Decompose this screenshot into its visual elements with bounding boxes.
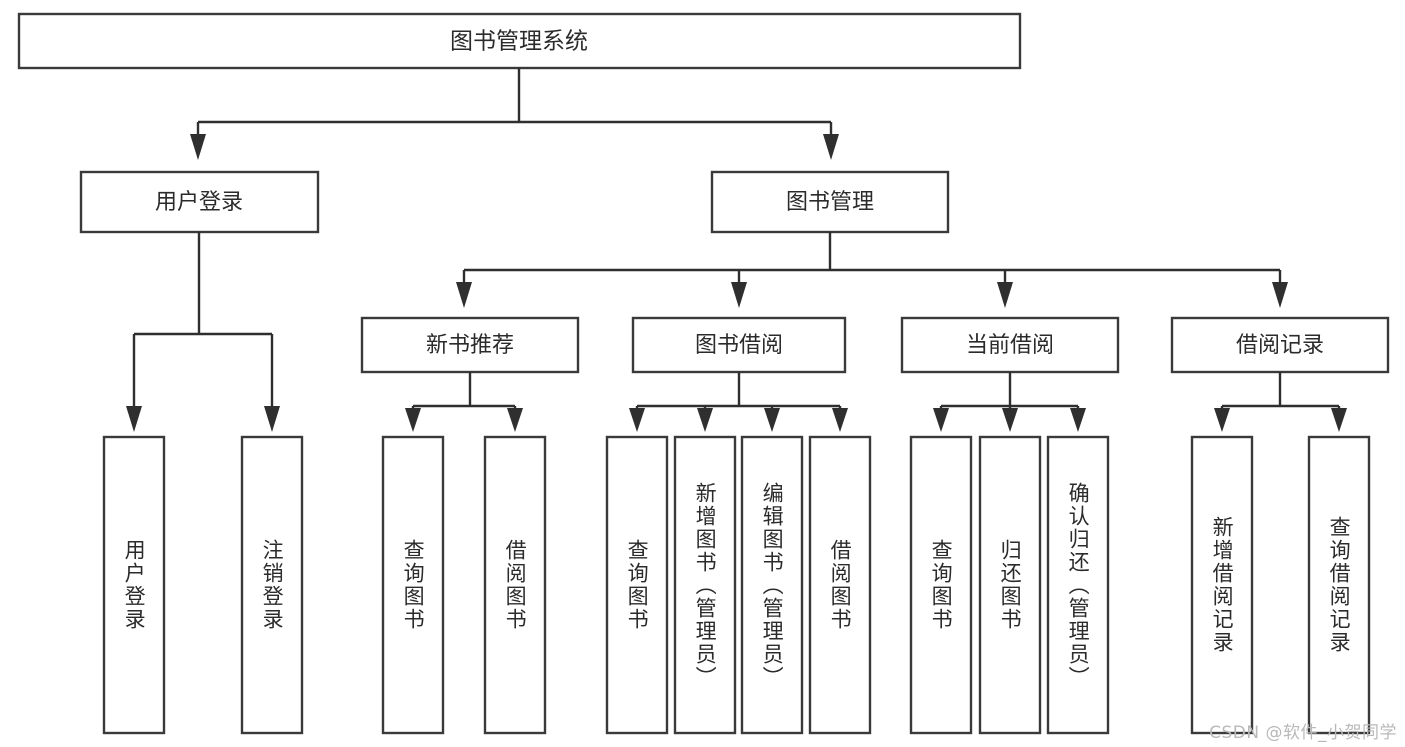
arrowhead-to-book-manage <box>823 134 839 160</box>
node-book-borrow-box[interactable] <box>631 316 847 374</box>
arrowhead-leaf-add-record <box>1214 408 1230 432</box>
node-new-book-recommend[interactable]: 新书推荐 <box>360 316 580 374</box>
leaf-box-query-book-1[interactable] <box>381 435 445 735</box>
node-book-borrow[interactable]: 图书借阅 <box>631 316 847 374</box>
arrowhead-leaf-confirm-return <box>1070 408 1086 432</box>
leaf-box-query-book-3[interactable] <box>909 435 973 735</box>
arrowhead-leaf-query-book-3 <box>933 408 949 432</box>
arrowhead-leaf-borrow-book-1 <box>507 408 523 432</box>
leaf-box-borrow-book-2[interactable] <box>808 435 872 735</box>
leaf-box-borrow-book-1[interactable] <box>483 435 547 735</box>
arrowhead-leaf-query-book-2 <box>629 408 645 432</box>
leaf-box-edit-book[interactable] <box>740 435 804 735</box>
arrowhead-leaf-query-record <box>1331 408 1347 432</box>
node-book-manage-label: 图书管理 <box>786 190 874 215</box>
node-new-book-recommend-box[interactable] <box>360 316 580 374</box>
node-borrow-record-box[interactable] <box>1170 316 1390 374</box>
node-current-borrow-label: 当前借阅 <box>966 333 1054 358</box>
node-root-box[interactable] <box>17 12 1022 70</box>
node-book-manage[interactable]: 图书管理 <box>710 170 950 234</box>
leaf-box-add-record[interactable] <box>1190 435 1254 735</box>
node-current-borrow[interactable]: 当前借阅 <box>900 316 1120 374</box>
arrowhead-leaf-user-login <box>126 406 142 432</box>
arrowhead-leaf-query-book-1 <box>405 408 421 432</box>
leaf-box-return-book[interactable] <box>978 435 1042 735</box>
node-root[interactable]: 图书管理系统 <box>17 12 1022 70</box>
leaf-box-query-book-2[interactable] <box>605 435 669 735</box>
leaf-box-query-record[interactable] <box>1307 435 1371 735</box>
arrowhead-to-user-login <box>190 134 206 160</box>
leaf-box-logout[interactable] <box>240 435 304 735</box>
arrowhead-to-current-borrow <box>997 282 1013 308</box>
node-book-manage-box[interactable] <box>710 170 950 234</box>
arrowhead-to-borrow-record <box>1272 282 1288 308</box>
node-new-book-recommend-label: 新书推荐 <box>426 333 514 358</box>
leaf-box-user-login[interactable] <box>102 435 166 735</box>
arrowhead-leaf-borrow-book-2 <box>832 408 848 432</box>
leaf-box-confirm-return[interactable] <box>1046 435 1110 735</box>
arrowhead-leaf-logout <box>264 406 280 432</box>
node-borrow-record[interactable]: 借阅记录 <box>1170 316 1390 374</box>
arrowhead-leaf-return-book <box>1002 408 1018 432</box>
node-current-borrow-box[interactable] <box>900 316 1120 374</box>
arrowhead-to-book-borrow <box>731 282 747 308</box>
node-user-login-label: 用户登录 <box>155 190 243 215</box>
node-book-borrow-label: 图书借阅 <box>695 333 783 358</box>
arrowhead-leaf-add-book <box>697 408 713 432</box>
leaf-box-add-book[interactable] <box>673 435 737 735</box>
node-root-label: 图书管理系统 <box>450 29 588 55</box>
node-borrow-record-label: 借阅记录 <box>1236 333 1324 358</box>
node-user-login[interactable]: 用户登录 <box>79 170 320 234</box>
arrowhead-leaf-edit-book <box>764 408 780 432</box>
arrowhead-to-new-book-recommend <box>456 282 472 308</box>
csdn-watermark: CSDN @软件_小贺同学 <box>1209 723 1397 743</box>
